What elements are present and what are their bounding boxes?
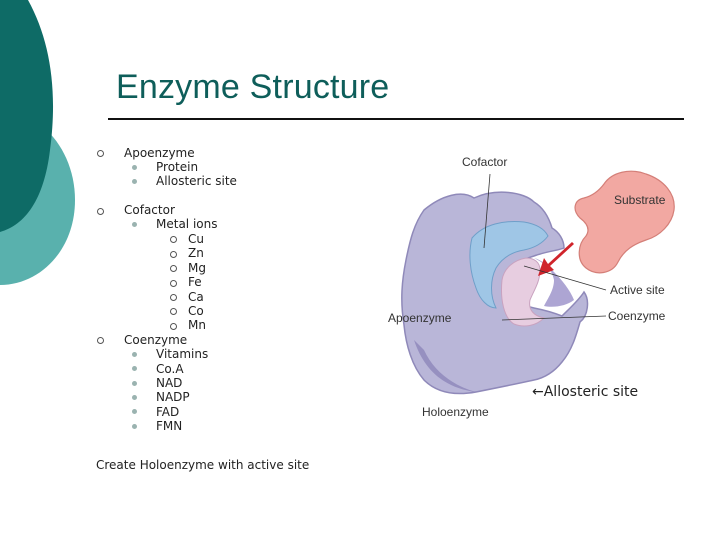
- title-underline: [108, 118, 684, 120]
- callout-text: Allosteric site: [543, 384, 639, 400]
- bullet-ring-icon: [170, 280, 177, 287]
- cofactor-shape: [469, 221, 549, 309]
- bullet-coenzyme: Coenzyme: [124, 333, 188, 347]
- bullet-fmn: FMN: [156, 419, 183, 433]
- apoenzyme-shading: [414, 340, 476, 392]
- cofactor-leader-line: [483, 173, 491, 249]
- bullet-ring-icon: [170, 236, 177, 243]
- bullet-ring-icon: [170, 323, 177, 330]
- bullet-dot-icon: [132, 222, 137, 227]
- bullet-nad: NAD: [156, 376, 183, 390]
- bullet-ring-icon: [97, 150, 104, 157]
- bullet-ring-icon: [170, 265, 177, 272]
- ion-mg: Mg: [188, 261, 206, 275]
- ion-cu: Cu: [188, 232, 204, 246]
- bullet-dot-icon: [132, 366, 137, 371]
- ion-co: Co: [188, 304, 204, 318]
- coenzyme-leader-line: [501, 315, 607, 321]
- bullet-dot-icon: [132, 165, 137, 170]
- bullet-ring-icon: [97, 208, 104, 215]
- decorative-teal-shapes: [0, 0, 75, 285]
- enzyme-diagram: Cofactor Substrate Active site Apoenzyme…: [384, 140, 694, 430]
- bullet-dot-icon: [132, 352, 137, 357]
- ion-fe: Fe: [188, 275, 202, 289]
- bullet-allosteric-site: Allosteric site: [156, 174, 237, 188]
- bullet-dot-icon: [132, 424, 137, 429]
- bullet-dot-icon: [132, 381, 137, 386]
- bullet-cofactor: Cofactor: [124, 203, 175, 217]
- bullet-metal-ions: Metal ions: [156, 217, 218, 231]
- bullet-ring-icon: [170, 294, 177, 301]
- active-site-leader-line: [523, 265, 607, 291]
- ion-ca: Ca: [188, 290, 204, 304]
- label-holoenzyme: Holoenzyme: [422, 405, 489, 419]
- label-cofactor: Cofactor: [462, 155, 507, 169]
- bullet-coa: Co.A: [156, 362, 184, 376]
- label-apoenzyme: Apoenzyme: [388, 311, 452, 325]
- bullet-ring-icon: [170, 308, 177, 315]
- bullet-protein: Protein: [156, 160, 199, 174]
- bullet-dot-icon: [132, 179, 137, 184]
- dark-teal-shape: [0, 0, 54, 232]
- footer-note: Create Holoenzyme with active site: [96, 458, 310, 472]
- label-substrate: Substrate: [614, 193, 666, 207]
- active-site-pocket: [534, 258, 574, 307]
- bullet-vitamins: Vitamins: [156, 347, 209, 361]
- ion-mn: Mn: [188, 318, 206, 332]
- label-coenzyme: Coenzyme: [608, 309, 666, 323]
- bullet-dot-icon: [132, 409, 137, 414]
- enzyme-diagram-svg: Cofactor Substrate Active site Apoenzyme…: [388, 155, 675, 419]
- slide-title: Enzyme Structure: [116, 68, 390, 106]
- bullet-ring-icon: [97, 337, 104, 344]
- bullet-fad: FAD: [156, 405, 180, 419]
- bullet-ring-icon: [170, 251, 177, 258]
- ion-zn: Zn: [188, 246, 204, 260]
- bullet-nadp: NADP: [156, 390, 190, 404]
- allosteric-site-callout: ←Allosteric site: [532, 384, 638, 400]
- label-active-site: Active site: [610, 283, 665, 297]
- left-arrow-icon: ←: [532, 384, 544, 400]
- bullet-dot-icon: [132, 395, 137, 400]
- bullet-apoenzyme: Apoenzyme: [124, 146, 195, 160]
- substrate-arrow-icon: [538, 242, 574, 276]
- substrate-shape: [574, 170, 675, 274]
- coenzyme-shape: [501, 257, 546, 327]
